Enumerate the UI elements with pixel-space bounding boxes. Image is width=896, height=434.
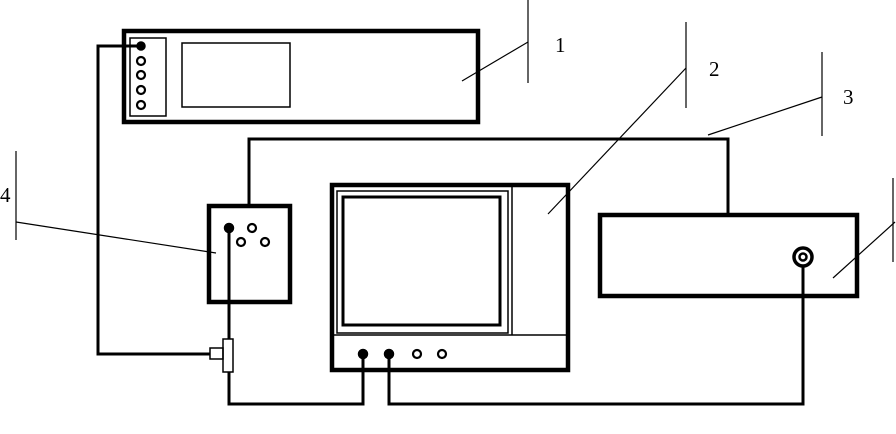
device-3-unit bbox=[597, 212, 860, 299]
device-3-connector-inner bbox=[798, 252, 808, 262]
leader-right bbox=[832, 221, 896, 279]
leader-1 bbox=[461, 41, 529, 82]
device-2-screen-outer bbox=[336, 190, 509, 334]
device-2-monitor bbox=[329, 182, 571, 373]
leader-3 bbox=[707, 96, 823, 136]
device-2-port bbox=[411, 348, 423, 360]
leader-2 bbox=[547, 67, 687, 215]
device-1-port bbox=[135, 55, 147, 67]
t-connector bbox=[209, 338, 234, 373]
device-4-box bbox=[206, 203, 293, 305]
device-4-housing bbox=[206, 203, 293, 305]
leader-4 bbox=[15, 221, 217, 254]
device-1-connector-panel bbox=[129, 37, 167, 117]
device-1-port bbox=[135, 99, 147, 111]
device-1-port bbox=[135, 69, 147, 81]
device-4-port bbox=[259, 236, 271, 248]
device-2-port bbox=[436, 348, 448, 360]
cable-device4-to-device3 bbox=[247, 137, 730, 215]
label-1: 1 bbox=[555, 33, 566, 57]
cable-device2-to-device3 bbox=[387, 266, 805, 406]
device-3-housing bbox=[597, 212, 860, 299]
leaders bbox=[15, 0, 896, 279]
label-2: 2 bbox=[709, 57, 720, 81]
label-3: 3 bbox=[843, 85, 854, 109]
t-connector-body bbox=[222, 338, 234, 373]
device-1-port bbox=[135, 84, 147, 96]
device-3-connector-outer bbox=[792, 246, 814, 268]
cable-device1-to-tee bbox=[96, 44, 210, 356]
t-connector-branch bbox=[209, 347, 224, 360]
device-2-housing bbox=[329, 182, 571, 373]
device-1-housing bbox=[121, 28, 481, 125]
label-4: 4 bbox=[0, 183, 11, 207]
device-4-port bbox=[235, 236, 247, 248]
cable-tee-to-device2 bbox=[227, 354, 365, 406]
device-1-display bbox=[181, 42, 291, 108]
cables bbox=[96, 44, 805, 406]
device-1-instrument bbox=[121, 28, 481, 125]
device-4-port bbox=[246, 222, 258, 234]
device-2-screen-inner bbox=[341, 195, 502, 327]
